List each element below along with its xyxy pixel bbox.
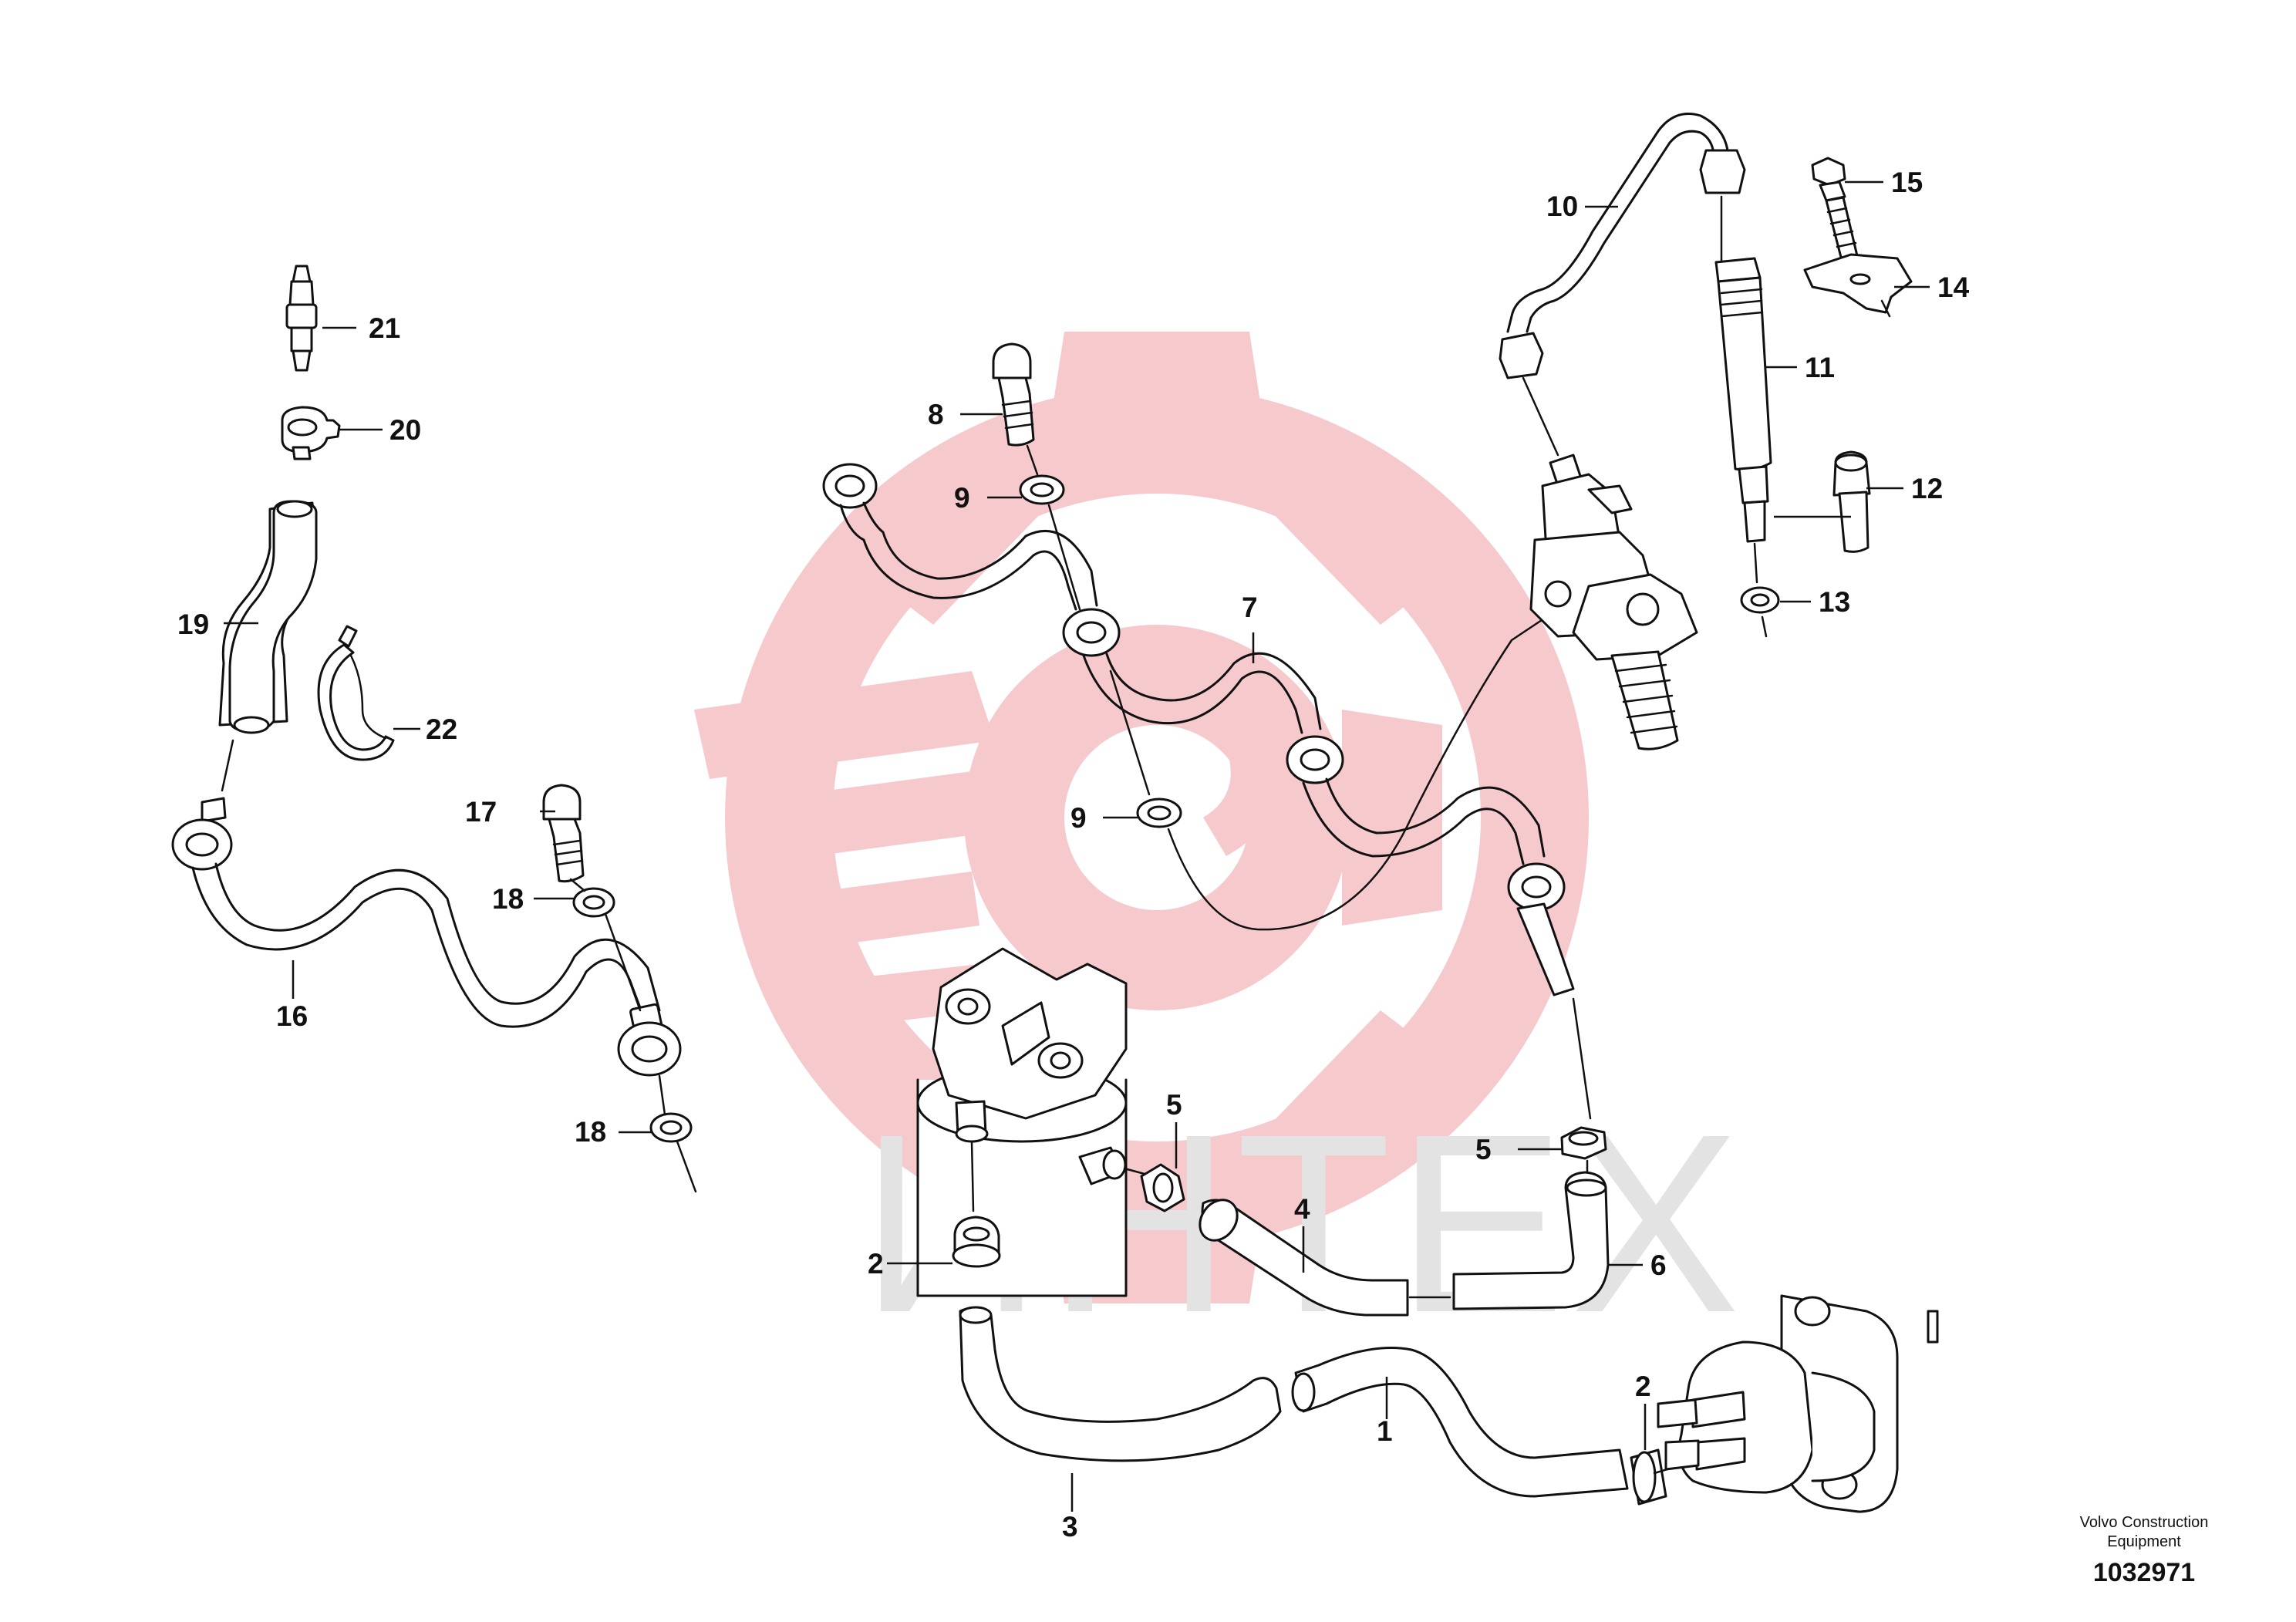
callout-6: 6 [1650,1249,1667,1281]
callout-8: 8 [928,399,944,430]
part-9-washer-upper [1019,474,1065,505]
callout-5-right: 5 [1475,1134,1492,1165]
part-13-washer [1740,586,1780,614]
bolt-axis-8 [1026,444,1559,931]
part-18-washer-upper [572,887,615,918]
part-1-hose [1291,1347,1629,1498]
part-8-bolt [992,342,1035,447]
callout-12: 12 [1911,473,1943,504]
fuel-pump [1657,1294,1939,1513]
part-2-clamp-left [952,1216,1001,1268]
part-15-screw [1811,157,1860,268]
callout-9-upper: 9 [954,482,970,514]
drawing-id-block: Volvo Construction Equipment 1032971 [2080,1514,2209,1587]
part-22-cable-tie [317,625,395,761]
part-16-pipe [171,797,682,1077]
part-7-pipe [822,463,1575,996]
part-12-sleeve [1832,450,1871,553]
callout-11: 11 [1805,352,1835,383]
part-20-clip [281,406,341,460]
brand-line-1: Volvo Construction [2080,1514,2209,1531]
pump-axis [1653,1468,1669,1475]
callout-18-lower: 18 [575,1116,606,1148]
callout-9-lower: 9 [1070,802,1087,834]
drawing-number: 1032971 [2093,1558,2195,1587]
callout-21: 21 [369,312,400,344]
callout-22: 22 [426,713,457,745]
part-5-clamp-left [1140,1163,1185,1212]
fuel-filter [916,947,1128,1297]
part-6-hose [1452,1171,1610,1310]
callout-4: 4 [1294,1193,1310,1225]
part-21-nipple [285,265,318,372]
callout-10: 10 [1546,191,1578,222]
part-11-injector [1714,257,1772,543]
part-18-washer-lower [649,1112,693,1143]
callout-16: 16 [276,1000,308,1032]
callout-14: 14 [1937,271,1970,303]
part-2-clamp-right [1630,1448,1667,1506]
part-17-bolt [542,784,585,883]
injection-pump [1529,454,1698,750]
callout-7: 7 [1242,592,1258,623]
callout-1: 1 [1377,1415,1393,1447]
injector-axis-11 [1753,542,1768,638]
callout-13: 13 [1819,586,1850,618]
part-3-hose [959,1306,1282,1462]
leader-19-16 [221,739,234,792]
part-19-hose [218,500,318,734]
pipe-axis-10 [1522,195,1723,457]
part-10-pipe [1499,113,1746,379]
callout-leaders [224,180,1930,1512]
callout-15: 15 [1891,167,1923,198]
callout-labels: 21 20 19 22 17 18 18 16 8 9 9 7 10 11 12… [177,167,1970,1543]
callout-3: 3 [1062,1511,1078,1543]
callout-2-right: 2 [1635,1371,1651,1402]
part-9-washer-lower [1136,798,1182,828]
part-4-hose [1199,1199,1409,1317]
callout-20: 20 [389,414,421,446]
callout-18-upper: 18 [492,883,524,915]
part-5-clamp-right [1560,1126,1607,1160]
callout-17: 17 [465,796,497,828]
callout-19: 19 [177,609,209,640]
part-14-clamp [1803,253,1913,318]
bolt-axis-17 [569,878,697,1193]
watermark-logo [694,332,1590,1303]
callout-5-left: 5 [1166,1089,1182,1121]
pipe-axis-7 [1572,997,1592,1120]
filter-axis-left [970,1140,975,1212]
callout-2-left: 2 [868,1248,884,1280]
brand-line-2: Equipment [2107,1533,2181,1550]
